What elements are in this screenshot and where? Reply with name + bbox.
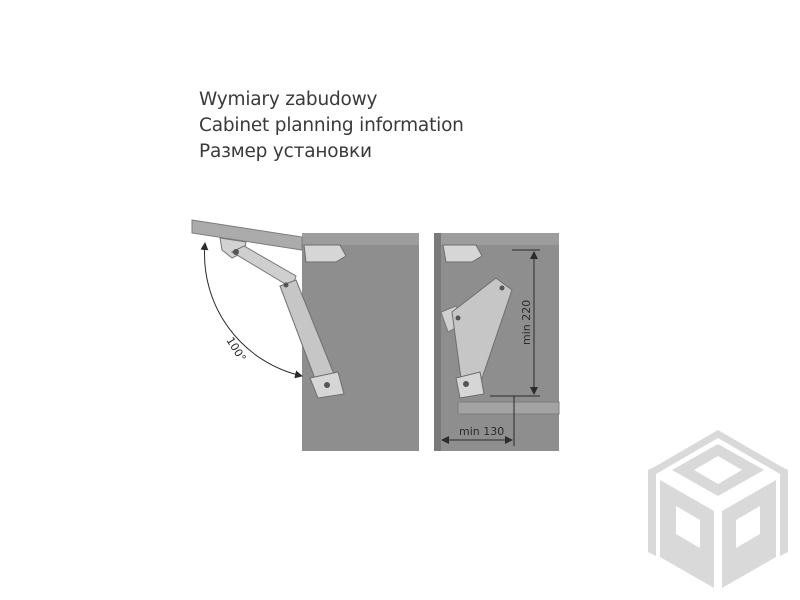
title-block: Wymiary zabudowy Cabinet planning inform… — [199, 87, 464, 165]
side-view-open-lid: 100° — [191, 219, 419, 451]
angle-label: 100° — [223, 335, 248, 364]
cabinet-top-edge-right — [434, 233, 559, 245]
depth-label: min 130 — [459, 425, 504, 438]
top-hinge-block-right — [442, 244, 483, 263]
cabinet-front-panel — [434, 233, 441, 451]
title-russian: Размер установки — [199, 141, 372, 162]
cabinet-body-right — [434, 233, 559, 451]
angle-arc — [200, 242, 303, 379]
pivot-screw — [455, 315, 461, 321]
top-hinge-block-left — [303, 244, 347, 263]
pivot-screw — [499, 285, 505, 291]
side-view-closed: min 220 min 130 — [434, 233, 560, 451]
cabinet-top-edge-left — [302, 233, 419, 245]
lower-mechanism-housing-right — [455, 371, 485, 399]
pivot-screw — [233, 249, 239, 255]
title-polish: Wymiary zabudowy — [199, 89, 378, 110]
gas-spring-arm-right — [451, 277, 513, 391]
pivot-screw — [463, 381, 469, 387]
title-english: Cabinet planning information — [199, 115, 464, 136]
pivot-screw — [324, 382, 330, 388]
isometric-cube-logo-icon — [648, 430, 788, 588]
cabinet-shelf — [457, 401, 560, 415]
height-label: min 220 — [520, 300, 533, 345]
open-lid — [191, 219, 303, 251]
pivot-screw — [283, 282, 289, 288]
upper-link-arm — [230, 245, 297, 289]
